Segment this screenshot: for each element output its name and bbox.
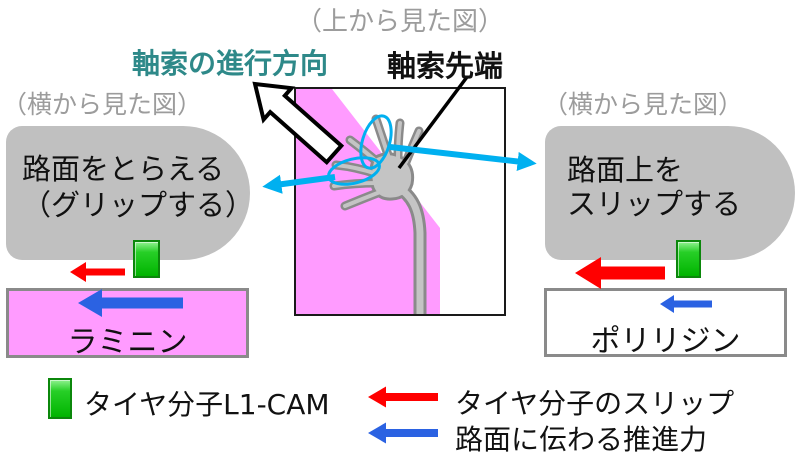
slip-arrow-small-icon bbox=[70, 262, 125, 282]
slip-text-line1: 路面上を bbox=[567, 153, 684, 187]
legend-propulsion-label: 路面に伝わる推進力 bbox=[455, 423, 708, 455]
top-view-box bbox=[294, 87, 506, 316]
filopodia-highlight-ellipse-left bbox=[327, 156, 381, 186]
slip-text: 路面上を スリップする bbox=[567, 153, 741, 221]
tire-molecule-left-icon bbox=[133, 240, 160, 278]
growth-cone-side-right bbox=[545, 126, 795, 260]
legend-tire-label: タイヤ分子L1-CAM bbox=[84, 388, 330, 421]
slip-arrow-large-icon bbox=[575, 257, 665, 289]
advance-direction-arrow-icon bbox=[252, 81, 345, 166]
growth-cone-top-view bbox=[329, 114, 427, 314]
filopodia-outline bbox=[329, 114, 424, 211]
legend-tire-swatch-icon bbox=[48, 378, 72, 419]
legend-slip-label: タイヤ分子のスリップ bbox=[455, 387, 735, 420]
axon-tip-pointer-line bbox=[397, 75, 469, 170]
side-view-caption-left: （横から見た図） bbox=[2, 90, 203, 119]
grip-text-line2: （グリップする） bbox=[22, 188, 255, 222]
side-view-caption-right: （横から見た図） bbox=[543, 90, 744, 119]
slip-text-line2: スリップする bbox=[567, 187, 742, 221]
grip-text: 路面をとらえる （グリップする） bbox=[22, 151, 254, 223]
filopodia-fill bbox=[332, 117, 421, 208]
grip-text-line1: 路面をとらえる bbox=[22, 152, 225, 186]
growth-cone-palm bbox=[369, 152, 415, 201]
laminin-substrate-box bbox=[6, 288, 249, 358]
legend-propulsion-arrow-icon bbox=[368, 422, 438, 444]
axon-tip-label: 軸索先端 bbox=[387, 49, 504, 83]
laminin-region-top-view bbox=[296, 89, 440, 314]
growth-cone-side-left bbox=[6, 126, 250, 260]
axon-shaft-fill bbox=[394, 182, 424, 314]
filopodia-highlight-ellipse-right bbox=[359, 114, 393, 170]
laminin-label: ラミニン bbox=[67, 325, 188, 360]
polylysine-label: ポリリジン bbox=[590, 324, 741, 359]
axon-shaft-outline bbox=[392, 180, 427, 314]
legend-slip-arrow-icon bbox=[368, 386, 438, 408]
top-view-caption: （上から見た図） bbox=[295, 7, 504, 37]
axon-direction-label: 軸索の進行方向 bbox=[132, 47, 329, 80]
callout-arrow-left-icon bbox=[262, 174, 336, 194]
tire-molecule-right-icon bbox=[676, 240, 701, 278]
callout-arrow-right-icon bbox=[389, 144, 537, 172]
